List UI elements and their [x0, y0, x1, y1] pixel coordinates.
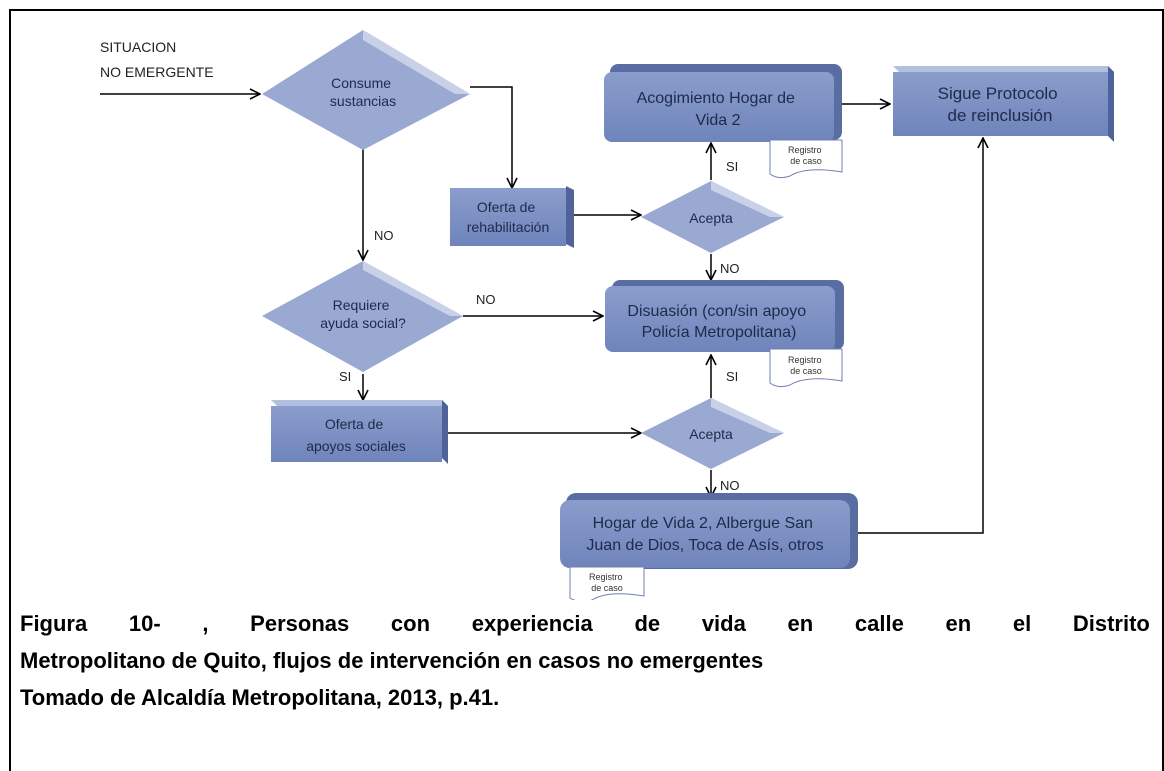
edges	[100, 86, 983, 534]
caption-word: en	[945, 611, 972, 636]
label-consume-no: NO	[374, 228, 394, 243]
box-oferta-rehabilitacion: Oferta de rehabilitación	[450, 186, 574, 248]
box-oferta-apoyos: Oferta de apoyos sociales	[271, 400, 448, 464]
svg-text:Oferta de apoyos sociale: Oferta de apoyos sociales	[306, 416, 406, 454]
box-hogar: Hogar de Vida 2, Albergue San Juan de Di…	[560, 493, 858, 569]
box-disuasion: Disuasión (con/sin apoyo Policía Metropo…	[605, 280, 844, 352]
svg-text:Oferta de rehabilitación: Oferta de rehabilitación	[467, 199, 550, 235]
box-protocolo: Sigue Protocolo de reinclusión	[893, 66, 1114, 142]
entry-label: SITUACION NO EMERGENTE	[100, 39, 214, 80]
edge-consume-rehab	[470, 86, 512, 188]
label-requiere-si: SI	[339, 369, 351, 384]
caption-line-1: Figura 10- , Personas con experiencia de…	[20, 605, 1150, 642]
svg-text:Consume sustancias: Consume sustancias	[330, 75, 396, 109]
caption-word: en	[787, 611, 814, 636]
registro-doc-middle: Registro de caso	[769, 348, 843, 388]
edge-hogar-protocolo	[855, 138, 983, 534]
svg-text:Hogar de Vida 2, Albergue San: Hogar de Vida 2, Albergue San Juan de Di…	[586, 515, 823, 554]
caption-source: Tomado de Alcaldía Metropolitana, 2013, …	[20, 685, 500, 710]
svg-text:Sigue Protocolo de reinc: Sigue Protocolo de reinclusión	[938, 84, 1063, 125]
box-acogimiento: Acogimiento Hogar de Vida 2	[604, 64, 842, 142]
caption-word: 10-	[128, 611, 161, 636]
label-acepta-bottom-no: NO	[720, 478, 740, 493]
label-acepta-bottom-si: SI	[726, 369, 738, 384]
svg-text:Registro de caso: Registro de caso	[589, 572, 625, 593]
label-acepta-top-si: SI	[726, 159, 738, 174]
decision-consume: Consume sustancias	[262, 30, 470, 150]
label-requiere-no: NO	[476, 292, 496, 307]
svg-text:Disuasión (con/sin apoyo: Disuasión (con/sin apoyo Policía Metropo…	[627, 303, 810, 341]
caption-word: experiencia	[471, 611, 593, 636]
svg-text:Acogimiento Hogar de Vid: Acogimiento Hogar de Vida 2	[637, 90, 800, 129]
svg-text:Requiere ayuda social?: Requiere ayuda social?	[320, 297, 406, 331]
caption-line-2: Metropolitano de Quito, flujos de interv…	[20, 648, 764, 673]
label-acepta-top-no: NO	[720, 261, 740, 276]
decision-acepta-bottom: Acepta	[641, 398, 784, 469]
decision-acepta-top: Acepta	[641, 181, 784, 253]
caption-word: calle	[854, 611, 904, 636]
caption-word: ,	[202, 611, 209, 636]
caption-word: Figura	[20, 611, 88, 636]
registro-doc-top: Registro de caso	[769, 139, 843, 179]
figure-caption: Figura 10- , Personas con experiencia de…	[20, 605, 1150, 716]
caption-word: Distrito	[1072, 611, 1150, 636]
svg-text:Registro de caso: Registro de caso	[788, 355, 824, 376]
caption-word: el	[1012, 611, 1032, 636]
flowchart: SITUACION NO EMERGENTE NO NO SI SI NO SI…	[100, 30, 1114, 600]
caption-word: de	[634, 611, 661, 636]
caption-word: Personas	[250, 611, 350, 636]
svg-text:Acepta: Acepta	[689, 426, 733, 442]
svg-text:Acepta: Acepta	[689, 210, 733, 226]
figure-frame	[9, 9, 1164, 771]
decision-requiere: Requiere ayuda social?	[262, 261, 463, 372]
caption-word: con	[390, 611, 431, 636]
svg-text:Registro de caso: Registro de caso	[788, 145, 824, 166]
caption-word: vida	[701, 611, 746, 636]
edge-labels: NO NO SI SI NO SI NO	[339, 159, 740, 493]
registro-doc-bottom: Registro de caso	[569, 566, 645, 600]
